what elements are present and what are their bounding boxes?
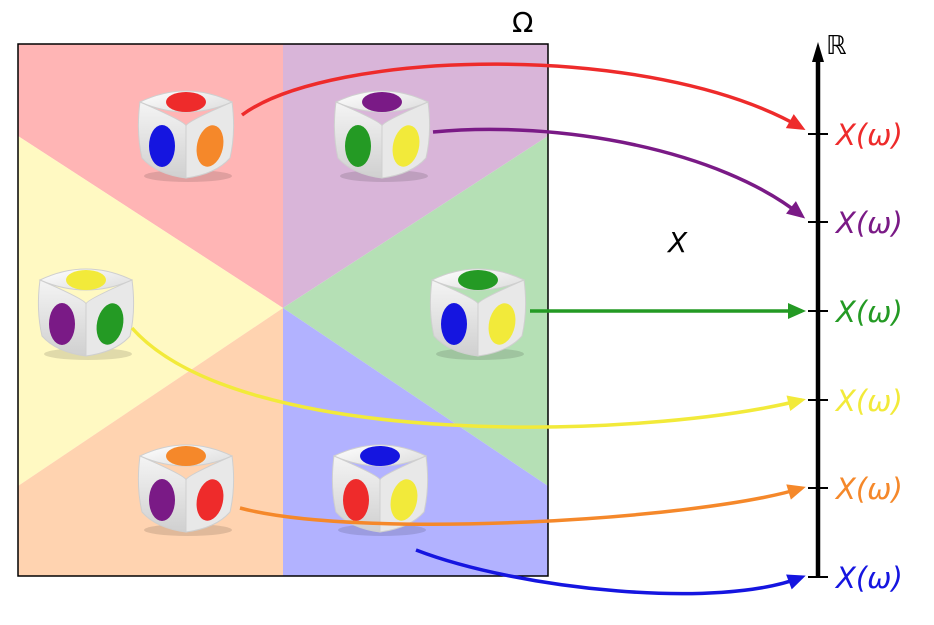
die-right-pip (390, 479, 418, 521)
value-label-red: X(ω) (834, 118, 903, 152)
arrowhead-blue (786, 574, 806, 590)
die-right-pip (392, 125, 420, 167)
value-label-blue: X(ω) (834, 561, 903, 595)
die-right-pip (96, 303, 124, 345)
die-top-pip (166, 92, 206, 112)
value-label-yellow: X(ω) (834, 384, 903, 418)
arrowhead-green (788, 303, 806, 319)
die-top-pip (66, 270, 106, 290)
die-top-pip (360, 446, 400, 466)
arrowhead-red (785, 114, 806, 130)
die-green (429, 268, 527, 360)
value-label-green: X(ω) (834, 295, 903, 329)
die-left-pip (49, 303, 75, 345)
arrow-red (240, 62, 803, 130)
function-label: X (666, 226, 688, 259)
arrow-yellow (130, 326, 803, 429)
die-right-pip (196, 479, 224, 521)
die-left-pip (149, 125, 175, 167)
arrowhead-orange (786, 484, 806, 500)
die-top-pip (362, 92, 402, 112)
sample-space (17, 43, 549, 577)
die-yellow (37, 268, 135, 360)
die-purple (333, 90, 431, 182)
arrow-purple (432, 127, 804, 218)
arrow-blue (415, 548, 803, 596)
die-top-pip (166, 446, 206, 466)
die-orange (137, 444, 235, 536)
arrowhead-purple (786, 201, 806, 219)
value-labels: X(ω) X(ω) X(ω) X(ω) X(ω) X(ω) (834, 118, 903, 595)
die-left-pip (343, 479, 369, 521)
die-right-pip (488, 303, 516, 345)
die-right-pip (196, 125, 224, 167)
axis-label: ℝ (826, 31, 847, 61)
die-left-pip (345, 125, 371, 167)
axis-arrowhead (812, 42, 824, 62)
region-green (283, 136, 548, 486)
die-blue (331, 444, 429, 536)
real-line-axis: ℝ (808, 31, 847, 578)
arrowhead-yellow (786, 395, 806, 412)
region-yellow (18, 136, 283, 486)
die-left-pip (149, 479, 175, 521)
die-left-pip (441, 303, 467, 345)
sample-space-label: Ω (512, 6, 533, 39)
die-red (137, 90, 235, 182)
value-label-purple: X(ω) (834, 206, 903, 240)
mapping-arrows (130, 62, 806, 596)
arrow-orange (239, 486, 803, 526)
value-label-orange: X(ω) (834, 472, 903, 506)
die-top-pip (458, 270, 498, 290)
dice (37, 90, 527, 536)
